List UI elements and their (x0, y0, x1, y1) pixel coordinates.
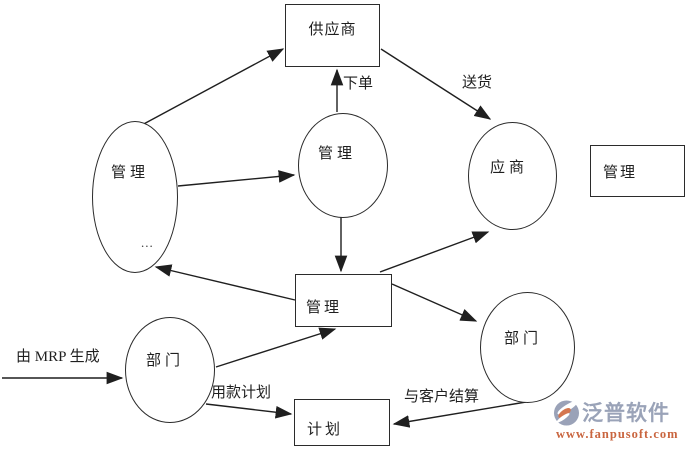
edge-payment-plan (205, 403, 293, 419)
node-mgmt-center-label: 管理 (306, 300, 343, 316)
node-plan: 计划 (294, 399, 390, 446)
edge-centerbox-to-vendor (379, 231, 490, 273)
edge-label-settle-with-customer: 与客户结算 (404, 389, 480, 405)
node-mgmt-right: 管理 (590, 145, 685, 197)
fanpu-logo-icon (553, 400, 580, 426)
node-mgmt-left-label: 管理 (111, 165, 150, 181)
node-mgmt-center: 管理 (295, 274, 392, 327)
node-mgmt-right-label: 管理 (603, 165, 638, 181)
node-dept-left: 部门 (125, 317, 215, 423)
node-plan-label: 计划 (307, 422, 344, 438)
node-supplier-label: 供应商 (308, 22, 357, 38)
edge-centerbox-to-deptright (391, 283, 478, 322)
node-dept-right-label: 部门 (504, 331, 543, 347)
fanpu-watermark: 泛普软件 www.fanpusoft.com (553, 400, 687, 441)
watermark-row: 泛普软件 (553, 400, 687, 426)
edge-deptleft-to-centerbox (215, 327, 337, 368)
node-dept-left-label: 部门 (146, 353, 185, 369)
edge-deliver (380, 48, 492, 120)
edge-label-deliver: 送货 (462, 75, 493, 91)
node-mgmt-left: 管理 ... (92, 121, 178, 273)
edge-settle-with-customer (392, 401, 527, 428)
node-vendor: 应商 (468, 122, 557, 230)
watermark-brand-text: 泛普软件 (582, 401, 670, 425)
edge-mgmtleft-to-supplier (139, 48, 285, 127)
edge-mgmtleft-to-mgmtmid (177, 170, 296, 187)
edge-label-payment-plan: 用款计划 (211, 385, 272, 401)
node-vendor-label: 应商 (490, 160, 529, 176)
node-supplier: 供应商 (285, 4, 380, 67)
node-mgmt-mid-label: 管理 (318, 146, 357, 162)
edge-centerbox-to-mgmtleft (154, 264, 296, 301)
node-mgmt-left-dots: ... (141, 235, 154, 250)
node-mgmt-mid: 管理 (298, 113, 388, 218)
edge-label-mrp-generated: 由 MRP 生成 (16, 349, 100, 365)
edge-label-place-order: 下单 (343, 76, 374, 92)
watermark-url-text: www.fanpusoft.com (556, 427, 679, 441)
node-dept-right: 部门 (480, 292, 575, 403)
